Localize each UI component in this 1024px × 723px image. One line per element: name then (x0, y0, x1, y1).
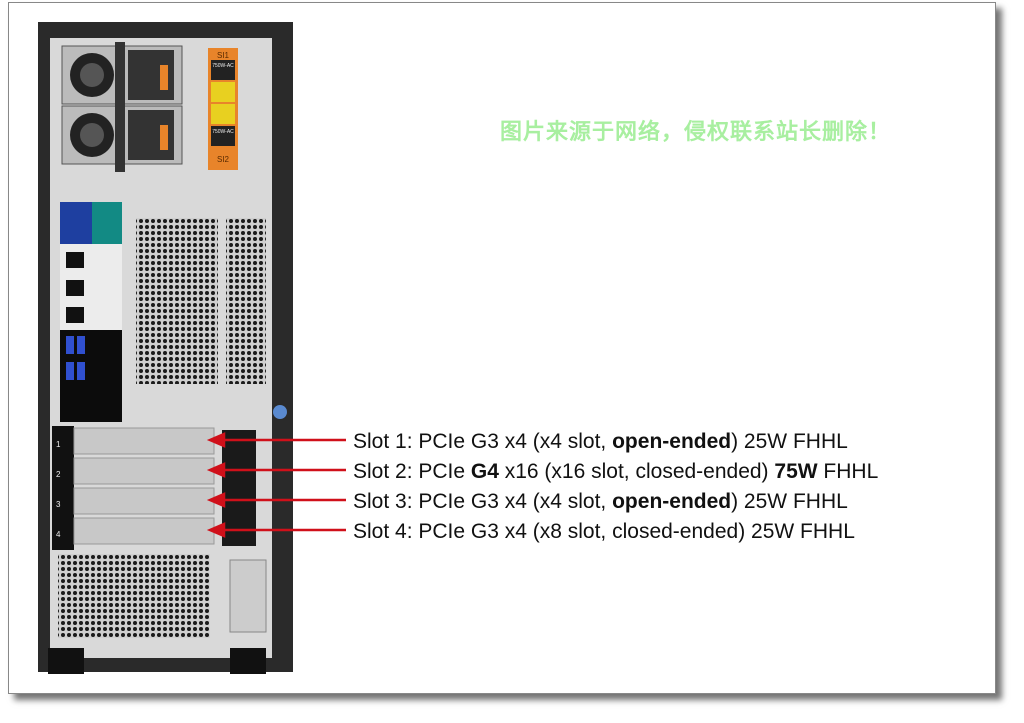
server-rear-view: SI1 750W-AC 750W-AC SI2 (38, 22, 293, 674)
slot-label-text: Slot 2: PCIe (353, 460, 471, 483)
slot-label-emphasis: G4 (470, 460, 499, 483)
slot-number: 2 (56, 470, 61, 479)
psu-rating-top: 750W-AC (212, 63, 234, 69)
vent (58, 554, 210, 638)
usb-port (77, 362, 85, 380)
slot-label: Slot 1: PCIe G3 x4 (x4 slot, open-ended)… (353, 427, 878, 457)
vga-port (60, 202, 92, 244)
slot-label-text: Slot 4: PCIe G3 x4 (x8 slot, closed-ende… (353, 520, 855, 543)
slot-label-emphasis: open-ended (612, 490, 732, 513)
usb-port (66, 336, 74, 354)
usb-port (66, 362, 74, 380)
slot-label-emphasis: 75W (774, 460, 818, 483)
slot-label-text: ) 25W FHHL (731, 490, 848, 513)
slot-label: Slot 4: PCIe G3 x4 (x8 slot, closed-ende… (353, 517, 878, 547)
warning-label (211, 82, 235, 102)
psu-label-bottom: SI2 (217, 155, 230, 164)
slot-label: Slot 2: PCIe G4 x16 (x16 slot, closed-en… (353, 457, 878, 487)
ethernet-port (66, 280, 84, 296)
slot-number: 1 (56, 440, 61, 449)
watermark: 图片来源于网络，侵权联系站长删除！ (500, 120, 892, 145)
slot-label-text: ) 25W FHHL (731, 430, 848, 453)
slot-labels: Slot 1: PCIe G3 x4 (x4 slot, open-ended)… (353, 427, 878, 547)
ethernet-port (66, 307, 84, 323)
slot-label-text: Slot 1: PCIe G3 x4 (x4 slot, (353, 430, 613, 453)
vent (226, 218, 266, 384)
slot-label: Slot 3: PCIe G3 x4 (x4 slot, open-ended)… (353, 487, 878, 517)
psu-rating-bottom: 750W-AC (212, 129, 234, 135)
slot-label-text: Slot 3: PCIe G3 x4 (x4 slot, (353, 490, 613, 513)
slot-number: 4 (56, 530, 61, 539)
slot-label-emphasis: open-ended (612, 430, 732, 453)
slot-label-text: x16 (x16 slot, closed-ended) (498, 460, 775, 483)
slot-label-text: FHHL (817, 460, 879, 483)
slot-number: 3 (56, 500, 61, 509)
foot (230, 648, 266, 674)
vent (136, 218, 218, 384)
usb-port (77, 336, 85, 354)
psu-label-top: SI1 (217, 51, 230, 60)
foot (48, 648, 84, 674)
warning-label (211, 104, 235, 124)
ethernet-port (66, 252, 84, 268)
serial-port (92, 202, 122, 244)
